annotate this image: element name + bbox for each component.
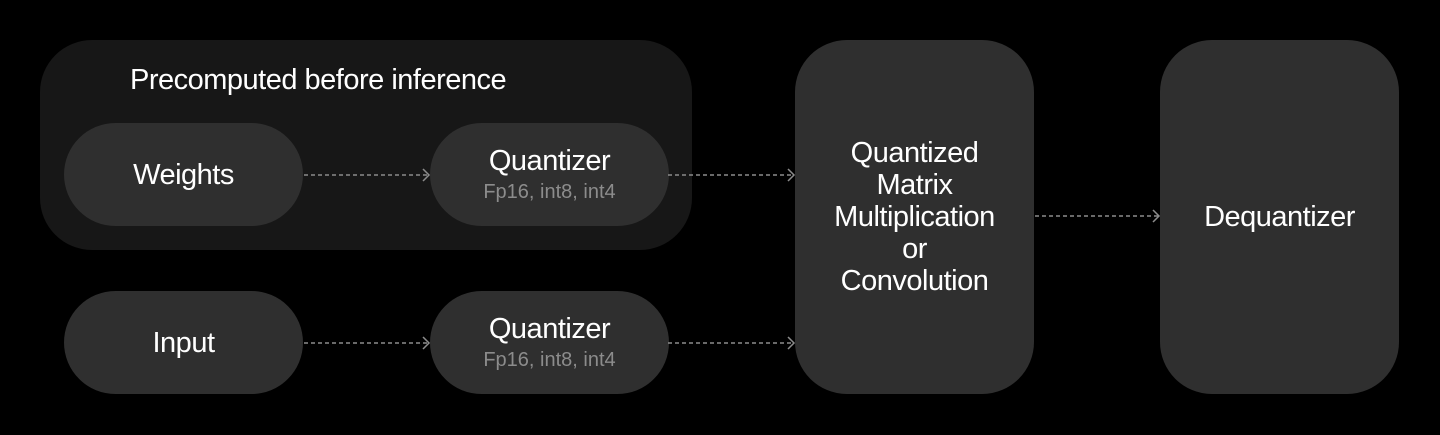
group-title: Precomputed before inference xyxy=(130,64,507,96)
weights-quantizer-node: Quantizer Fp16, int8, int4 xyxy=(430,123,669,226)
quantizer-formats: Fp16, int8, int4 xyxy=(483,181,616,203)
arrow-matmul-to-dequantizer xyxy=(1035,209,1161,223)
arrow-quantizer-to-matmul xyxy=(668,168,796,182)
weights-node: Weights xyxy=(64,123,303,226)
dequantizer-node: Dequantizer xyxy=(1160,40,1399,394)
input-label: Input xyxy=(152,326,216,359)
matmul-line: or xyxy=(902,233,927,265)
matmul-line: Convolution xyxy=(840,265,989,297)
arrow-weights-to-quantizer xyxy=(304,168,431,182)
matmul-line: Quantized xyxy=(850,137,979,169)
input-node: Input xyxy=(64,291,303,394)
quantizer-label: Quantizer xyxy=(488,145,611,177)
matmul-node: Quantized Matrix Multiplication or Convo… xyxy=(795,40,1034,394)
matmul-line: Matrix xyxy=(876,169,953,201)
matmul-line: Multiplication xyxy=(834,201,995,233)
dequantizer-label: Dequantizer xyxy=(1204,201,1355,233)
arrow-input-to-quantizer xyxy=(304,336,431,350)
quantizer-formats: Fp16, int8, int4 xyxy=(483,349,616,371)
input-quantizer-node: Quantizer Fp16, int8, int4 xyxy=(430,291,669,394)
quantizer-label: Quantizer xyxy=(488,313,611,345)
weights-label: Weights xyxy=(133,158,234,191)
arrow-quantizer-input-to-matmul xyxy=(668,336,796,350)
